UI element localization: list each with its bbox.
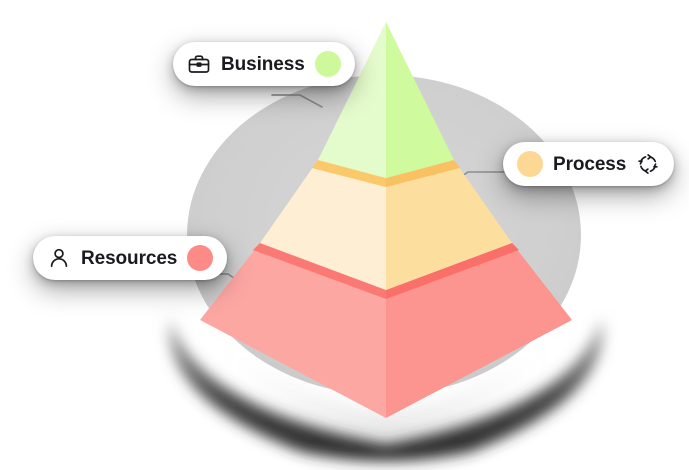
tier-resources-bevel-left bbox=[253, 243, 386, 299]
pyramid bbox=[200, 22, 572, 418]
connector-line-business bbox=[271, 94, 323, 108]
label-pill-process[interactable]: Process bbox=[503, 142, 675, 186]
pyramid-tier-business bbox=[318, 22, 454, 178]
label-pill-business[interactable]: Business bbox=[173, 42, 355, 86]
status-dot-process bbox=[517, 151, 543, 177]
briefcase-icon bbox=[187, 52, 211, 76]
status-dot-business bbox=[314, 51, 341, 77]
tier-resources-bevel-right bbox=[386, 243, 519, 299]
label-text-business: Business bbox=[221, 53, 305, 75]
label-text-process: Process bbox=[553, 153, 627, 175]
label-text-resources: Resources bbox=[81, 247, 178, 269]
tier-process-bevel-left bbox=[312, 160, 386, 187]
person-icon bbox=[47, 246, 71, 270]
tier-process-face-left bbox=[260, 160, 386, 290]
tier-resources-face-left bbox=[200, 243, 386, 418]
pyramid-tier-process bbox=[260, 160, 512, 290]
tier-business-face-right bbox=[386, 22, 454, 178]
refresh-icon bbox=[636, 152, 660, 176]
status-dot-resources bbox=[187, 245, 214, 271]
ground-shadow bbox=[169, 318, 603, 461]
label-pill-resources[interactable]: Resources bbox=[33, 236, 228, 280]
tier-process-face-right bbox=[386, 160, 512, 290]
tier-process-bevel-right bbox=[386, 160, 460, 187]
pyramid-tier-resources bbox=[200, 243, 572, 418]
tier-resources-face-right bbox=[386, 243, 572, 418]
tier-business-face-left bbox=[318, 22, 386, 178]
